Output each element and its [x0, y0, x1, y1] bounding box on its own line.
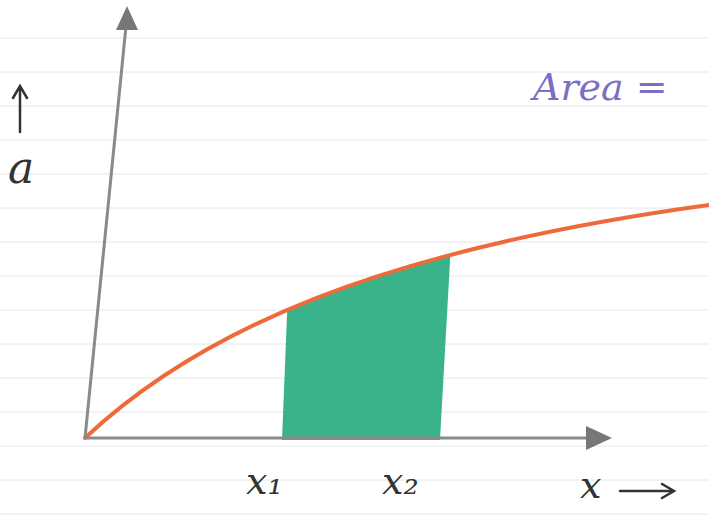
tick-label: x₂ [382, 462, 419, 500]
area-label: Area = [533, 68, 668, 106]
tick-label: x₁ [246, 462, 283, 500]
x-axis-arrowhead [586, 426, 612, 450]
x-axis [85, 437, 588, 440]
a-up-arrow [13, 86, 27, 132]
shaded-area [282, 190, 454, 440]
y-axis [85, 26, 126, 438]
curve [85, 205, 709, 438]
y-axis-arrowhead [116, 6, 138, 30]
x-right-arrow [620, 484, 674, 498]
y-axis-label: a [8, 146, 34, 190]
x-axis-label: x [580, 466, 601, 504]
ruled-lines [0, 38, 709, 514]
